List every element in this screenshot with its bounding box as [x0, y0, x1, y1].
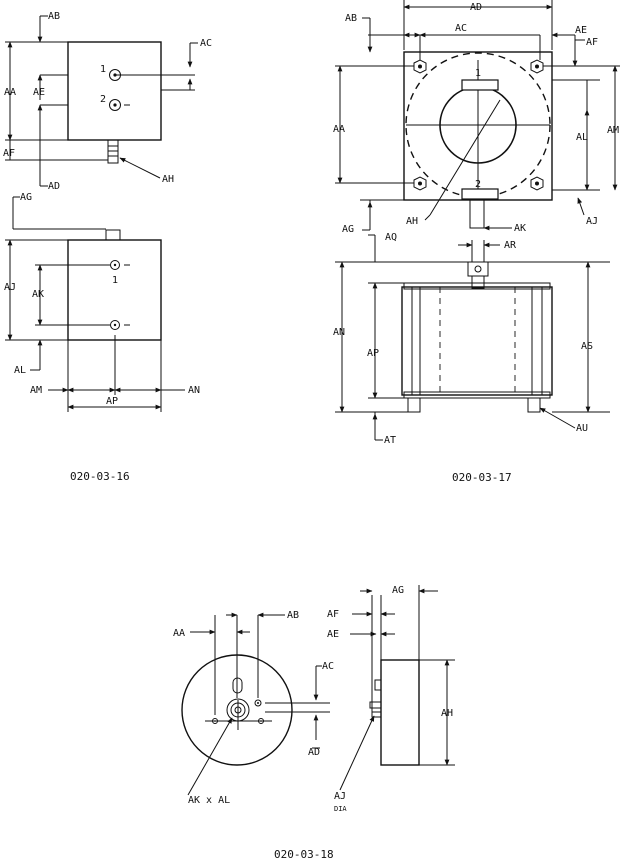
- fig16-label-AN: AN: [188, 385, 200, 396]
- fig17-label-AB: AB: [345, 13, 357, 24]
- fig18-side-body: [380, 659, 420, 766]
- fig16-label-AF: AF: [3, 148, 15, 159]
- fig16-connector-stud: [107, 139, 119, 164]
- fig16-label-AK: AK: [32, 289, 44, 300]
- fig17-label-AS: AS: [581, 341, 593, 352]
- figure-020-03-18: AA AB AC AD AK x AL AG AF AE: [173, 585, 455, 861]
- fig18-label-AG: AG: [392, 585, 404, 596]
- fig18-label-AE: AE: [327, 629, 339, 640]
- fig17-mount-hole-tr: [530, 59, 544, 74]
- fig18-label-AJ: AJ: [334, 791, 346, 802]
- fig16-label-AB: AB: [48, 11, 60, 22]
- fig17-label-AL: AL: [576, 132, 588, 143]
- fig16-top-body: [67, 41, 162, 141]
- fig17-marker-1: 1: [475, 68, 481, 79]
- fig18-label-AC: AC: [322, 661, 334, 672]
- fig17-mount-hole-bl: [413, 176, 427, 191]
- fig17-side-stud: [467, 261, 489, 289]
- fig18-label-AA: AA: [173, 628, 185, 639]
- fig17-label-AD: AD: [470, 2, 482, 13]
- fig16-side-stud: [105, 229, 121, 241]
- fig17-caption: 020-03-17: [452, 471, 512, 484]
- fig17-marker-2: 2: [475, 179, 481, 190]
- fig18-label-AB: AB: [287, 610, 299, 621]
- fig16-label-AG: AG: [20, 192, 32, 203]
- fig17-label-AU: AU: [576, 423, 588, 434]
- figure-020-03-16: 1 2 AA AE AB AC AF: [3, 11, 212, 483]
- fig18-hole-right: [254, 699, 262, 707]
- fig17-label-AM: AM: [607, 125, 619, 136]
- fig17-label-AK: AJ: [586, 216, 598, 227]
- fig17-label-AC: AC: [455, 23, 467, 34]
- fig17-label-AA: AA: [333, 124, 345, 135]
- fig16-side-marker-1: 1: [112, 275, 118, 286]
- fig17-label-AJ: AK: [514, 223, 526, 234]
- fig17-terminal-1: [461, 79, 499, 91]
- fig16-label-AJ: AJ: [4, 282, 16, 293]
- fig16-label-AP: AP: [106, 396, 118, 407]
- fig18-label-AF: AF: [327, 609, 339, 620]
- fig18-label-AK-x-AL: AK x AL: [188, 795, 230, 806]
- fig18-label-AH: AH: [441, 708, 453, 719]
- fig17-label-AR: AR: [504, 240, 517, 251]
- fig16-label-AA: AA: [4, 87, 16, 98]
- fig16-caption: 020-03-16: [70, 470, 130, 483]
- fig16-label-AD: AD: [48, 181, 60, 192]
- fig17-foot-left: [407, 397, 421, 413]
- fig16-label-AH: AH: [162, 174, 174, 185]
- fig16-label-AC: AC: [200, 38, 212, 49]
- fig17-label-AP: AP: [367, 348, 379, 359]
- fig16-side-terminal-2: [110, 320, 130, 330]
- fig17-mount-hole-tl: [413, 59, 427, 74]
- fig18-label-AD: AD: [308, 747, 320, 758]
- fig17-label-AG: AG: [342, 224, 354, 235]
- fig16-terminal-2: [109, 99, 130, 111]
- fig17-label-AQ: AQ: [385, 232, 397, 243]
- fig16-label-AE: AE: [33, 87, 45, 98]
- fig16-label-AL: AL: [14, 365, 26, 376]
- fig17-label-AF: AF: [586, 37, 598, 48]
- fig17-foot-right: [527, 397, 541, 413]
- fig16-marker-1: 1: [100, 64, 106, 75]
- fig17-mount-hole-br: [530, 176, 544, 191]
- fig18-label-DIA: DIA: [334, 805, 347, 813]
- fig18-caption: 020-03-18: [274, 848, 334, 861]
- fig18-side-terminal: [369, 679, 382, 720]
- fig17-label-AH: AH: [406, 216, 418, 227]
- fig17-label-AT: AT: [384, 435, 396, 446]
- fig17-side-body: [401, 286, 553, 396]
- figure-020-03-17: AD AC AE AB 1 2: [333, 0, 620, 484]
- fig16-marker-2: 2: [100, 94, 106, 105]
- fig16-label-AM: AM: [30, 385, 42, 396]
- fig17-label-AE: AE: [575, 25, 587, 36]
- fig17-terminal-2: [461, 188, 499, 200]
- fig16-side-terminal-1: [110, 260, 130, 270]
- fig17-label-AN: AN: [333, 327, 345, 338]
